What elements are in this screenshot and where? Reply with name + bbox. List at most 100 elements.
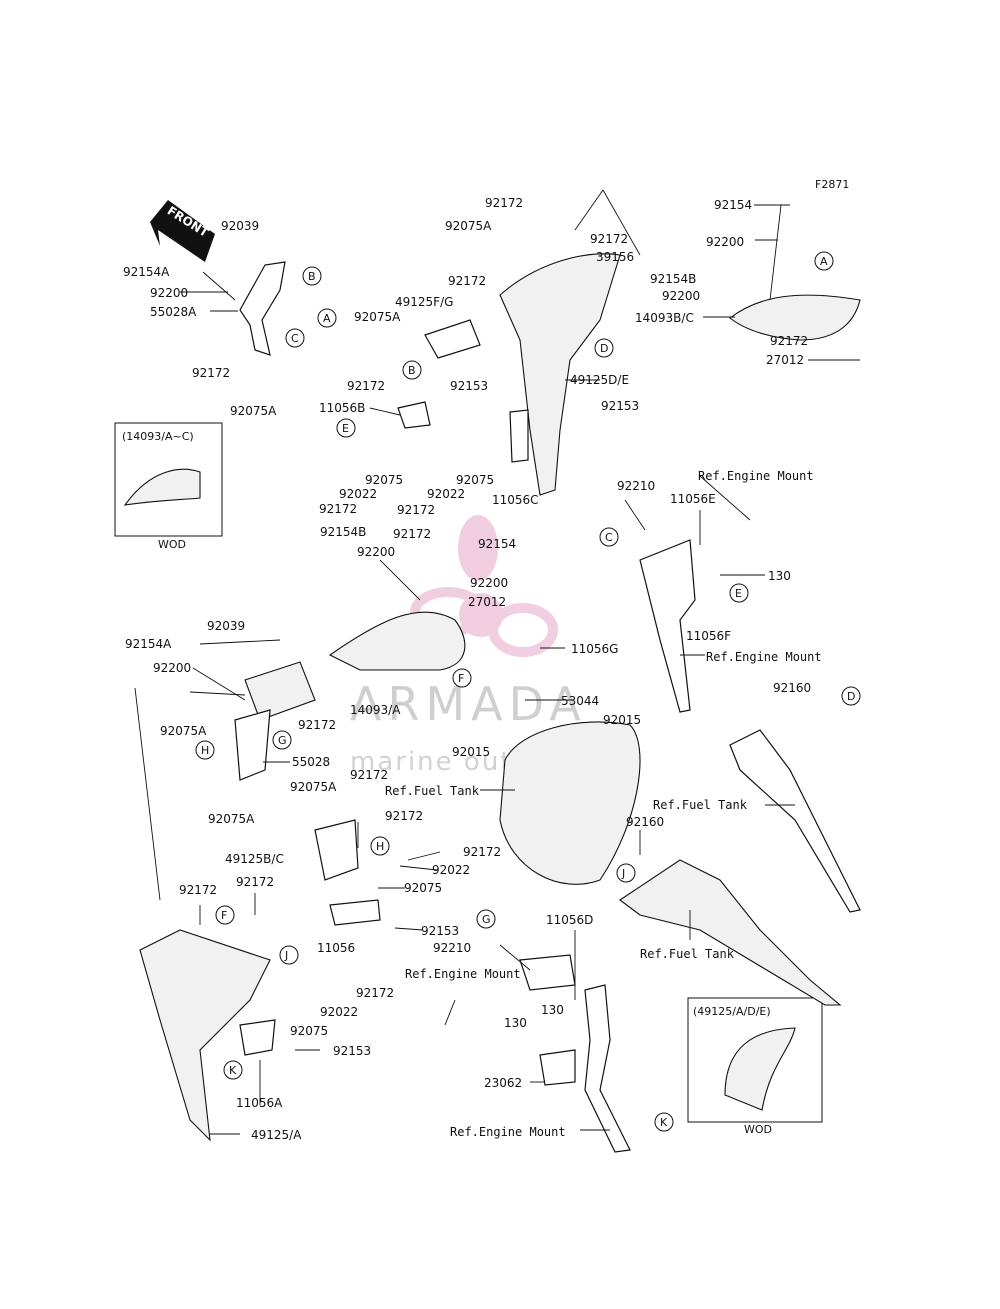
part-label: 92075A xyxy=(230,404,277,418)
part-label: 92200 xyxy=(153,661,191,675)
svg-text:J: J xyxy=(621,867,625,880)
svg-text:J: J xyxy=(284,949,288,962)
part-label: 55028 xyxy=(292,755,330,769)
part-label: 92154A xyxy=(125,637,172,651)
svg-text:H: H xyxy=(201,744,209,757)
callout-marker: K xyxy=(223,1060,243,1080)
part-label: 11056G xyxy=(571,642,618,656)
callout-marker: J xyxy=(616,863,636,883)
callout-marker: F xyxy=(452,668,472,688)
part-label: 49125B/C xyxy=(225,852,284,866)
svg-text:G: G xyxy=(278,734,287,747)
part-label: 53044 xyxy=(561,694,599,708)
svg-text:K: K xyxy=(660,1116,668,1129)
inset-caption: WOD xyxy=(744,1123,772,1136)
part-label: 92200 xyxy=(706,235,744,249)
svg-text:K: K xyxy=(229,1064,237,1077)
part-label: 92075A xyxy=(290,780,337,794)
callout-marker: H xyxy=(370,836,390,856)
part-label: 92200 xyxy=(662,289,700,303)
part-label: 92200 xyxy=(357,545,395,559)
callout-marker: D xyxy=(594,338,614,358)
part-label: 92075A xyxy=(160,724,207,738)
svg-text:D: D xyxy=(600,342,608,355)
part-label: 92075 xyxy=(290,1024,328,1038)
inset-caption: WOD xyxy=(158,538,186,551)
part-label: 92075 xyxy=(404,881,442,895)
part-label: 11056D xyxy=(546,913,593,927)
svg-text:B: B xyxy=(308,270,316,283)
part-label: 27012 xyxy=(468,595,506,609)
part-label: 39156 xyxy=(596,250,634,264)
callout-marker: E xyxy=(729,583,749,603)
part-label: 14093B/C xyxy=(635,311,694,325)
callout-marker: G xyxy=(272,730,292,750)
part-label: 92022 xyxy=(320,1005,358,1019)
part-label: 130 xyxy=(768,569,791,583)
leader-lines xyxy=(134,189,860,1135)
part-label: 92075 xyxy=(365,473,403,487)
svg-text:C: C xyxy=(291,332,299,345)
callout-marker: D xyxy=(841,686,861,706)
part-label: 49125/A xyxy=(251,1128,302,1142)
part-label: 11056F xyxy=(686,629,731,643)
inset-title: (49125/A/D/E) xyxy=(693,1005,771,1018)
part-label: 92160 xyxy=(773,681,811,695)
part-label: 23062 xyxy=(484,1076,522,1090)
part-label: 92200 xyxy=(150,286,188,300)
inset-14093: (14093/A~C) WOD xyxy=(114,422,223,551)
part-label: 92172 xyxy=(350,768,388,782)
part-label: 92075 xyxy=(456,473,494,487)
part-label: 92153 xyxy=(333,1044,371,1058)
ref-label: Ref.Fuel Tank xyxy=(385,784,480,798)
svg-text:C: C xyxy=(605,531,613,544)
svg-text:H: H xyxy=(376,840,384,853)
ref-label: Ref.Fuel Tank xyxy=(653,798,748,812)
part-label: 92172 xyxy=(397,503,435,517)
diagram-code: F2871 xyxy=(815,178,849,191)
svg-text:F: F xyxy=(458,672,464,685)
part-label: 92172 xyxy=(770,334,808,348)
part-labels: 92172 92075A 92172 39156 92172 49125F/G … xyxy=(123,196,822,1142)
part-label: 92160 xyxy=(626,815,664,829)
part-label: 92075A xyxy=(354,310,401,324)
part-label: 92210 xyxy=(433,941,471,955)
callout-marker: H xyxy=(195,740,215,760)
callout-marker: C xyxy=(285,328,305,348)
svg-text:D: D xyxy=(847,690,855,703)
svg-text:E: E xyxy=(735,587,742,600)
part-label: 27012 xyxy=(766,353,804,367)
part-label: 92172 xyxy=(356,986,394,1000)
part-shapes xyxy=(139,253,861,1153)
part-label: 55028A xyxy=(150,305,197,319)
callout-marker: E xyxy=(336,418,356,438)
svg-text:B: B xyxy=(408,364,416,377)
part-label: 92172 xyxy=(385,809,423,823)
callout-marker: G xyxy=(476,909,496,929)
part-label: 92015 xyxy=(603,713,641,727)
part-label: 92172 xyxy=(463,845,501,859)
callout-marker: A xyxy=(814,251,834,271)
callout-marker: K xyxy=(654,1112,674,1132)
part-label: 92154 xyxy=(714,198,752,212)
ref-label: Ref.Engine Mount xyxy=(450,1125,566,1139)
inset-title: (14093/A~C) xyxy=(122,430,194,443)
callout-marker: A xyxy=(317,308,337,328)
part-label: 49125D/E xyxy=(570,373,629,387)
callout-marker: C xyxy=(599,527,619,547)
inset-49125: (49125/A/D/E) WOD xyxy=(687,997,823,1136)
part-label: 92015 xyxy=(452,745,490,759)
part-label: 92172 xyxy=(590,232,628,246)
part-label: 11056C xyxy=(492,493,539,507)
part-label: 130 xyxy=(541,1003,564,1017)
svg-text:A: A xyxy=(820,255,828,268)
part-label: 92154A xyxy=(123,265,170,279)
part-label: 11056B xyxy=(319,401,365,415)
watermark-logo xyxy=(410,515,558,657)
svg-text:E: E xyxy=(342,422,349,435)
part-label: 92022 xyxy=(432,863,470,877)
part-label: 11056E xyxy=(670,492,716,506)
part-label: 92075A xyxy=(445,219,492,233)
part-label: 92075A xyxy=(208,812,255,826)
